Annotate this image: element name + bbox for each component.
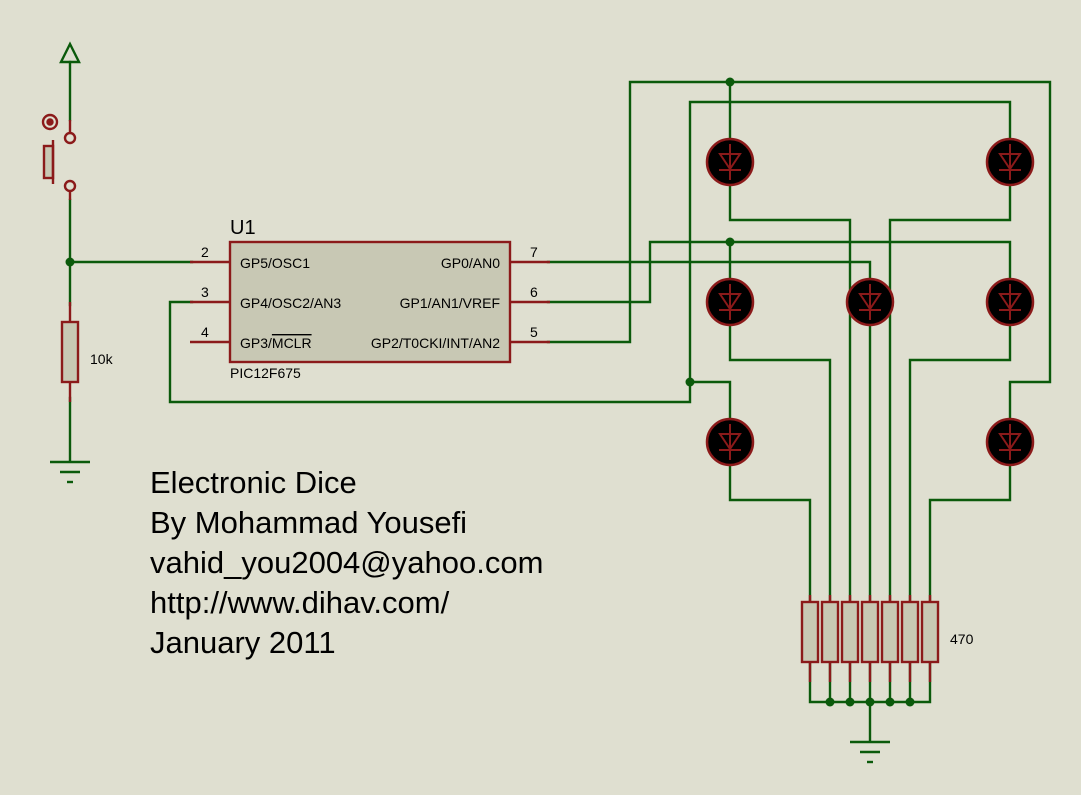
wire-gp2 [546, 80, 1052, 424]
resistor-body [900, 600, 920, 664]
resistor-body [880, 600, 900, 664]
wire-k-bottom-right [928, 458, 1012, 604]
mcu-body [228, 240, 512, 364]
title-block: Electronic Dice By Mohammad Yousefi vahi… [150, 463, 543, 663]
leds [705, 137, 1035, 467]
email-line: vahid_you2004@yahoo.com [150, 545, 544, 580]
pin-number: 6 [530, 284, 538, 300]
junction-dot [885, 697, 895, 707]
button-contact-icon [63, 179, 77, 193]
resistor-body [920, 600, 940, 664]
diode-icon [718, 153, 742, 171]
power-arrow-icon [59, 41, 81, 64]
led-bottom-right[interactable] [985, 417, 1035, 467]
resistor-array-value: 470 [950, 631, 974, 647]
resistor-body [60, 320, 80, 384]
wire-gp1 [546, 240, 1012, 304]
button-actuator [42, 144, 55, 180]
junction-dot [725, 237, 735, 247]
ground-right[interactable] [850, 740, 890, 764]
pin-label-gp4: GP4/OSC2/AN3 [240, 295, 341, 311]
array-resistor[interactable] [900, 595, 920, 682]
wire-k-mid-right [908, 318, 1012, 604]
push-button[interactable] [41, 113, 77, 200]
date-line: January 2011 [150, 625, 336, 660]
junction-dot [865, 697, 875, 707]
pin-label-gp3: GP3/MCLR [240, 335, 312, 351]
pin-label-gp0: GP0/AN0 [441, 255, 500, 271]
diode-icon [718, 293, 742, 311]
array-resistor[interactable] [920, 595, 940, 682]
junction-dot [685, 377, 695, 387]
junction-dot [845, 697, 855, 707]
array-resistor[interactable] [800, 595, 820, 682]
pin-number: 4 [201, 324, 209, 340]
led-mid-right[interactable] [985, 277, 1035, 327]
mcu-u1[interactable]: U1 PIC12F675 2 3 4 7 6 5 GP5/OSC1 GP4/OS… [190, 217, 550, 381]
array-resistor[interactable] [820, 595, 840, 682]
resistor-array-470[interactable] [800, 595, 940, 682]
ground-left[interactable] [50, 460, 90, 484]
diode-icon [718, 433, 742, 451]
junction-dot [725, 77, 735, 87]
resistor-10k-value: 10k [90, 351, 114, 367]
wire-k-bottom-left [728, 458, 812, 604]
pin-label-gp1: GP1/AN1/VREF [400, 295, 500, 311]
wire-bottom-left-anode [688, 380, 732, 424]
title-line: Electronic Dice [150, 465, 357, 500]
mcu-designator: U1 [230, 217, 256, 239]
power-terminal[interactable] [59, 41, 81, 64]
resistor-10k[interactable] [60, 302, 80, 402]
diode-icon [998, 433, 1022, 451]
array-resistor[interactable] [840, 595, 860, 682]
wire-gp0 [546, 260, 872, 284]
wires [68, 60, 1052, 742]
pin-number: 5 [530, 324, 538, 340]
wire-gp4 [168, 300, 692, 404]
pin-number: 3 [201, 284, 209, 300]
pin-number: 2 [201, 244, 209, 260]
wire-k-top-right [888, 178, 1012, 604]
wire-k-mid-left [728, 318, 832, 604]
diode-icon [998, 153, 1022, 171]
junction-dot [905, 697, 915, 707]
wire-bottom-pair [688, 100, 1012, 384]
led-center[interactable] [845, 277, 895, 327]
array-resistor[interactable] [860, 595, 880, 682]
diode-icon [998, 293, 1022, 311]
array-resistor[interactable] [880, 595, 900, 682]
resistor-body [800, 600, 820, 664]
junction-dot [825, 697, 835, 707]
resistor-body [840, 600, 860, 664]
diode-icon [858, 293, 882, 311]
wire-k-top-left [728, 178, 852, 604]
junction-dot [65, 257, 75, 267]
pin-label-gp5: GP5/OSC1 [240, 255, 310, 271]
pin-number: 7 [530, 244, 538, 260]
button-contact-icon [63, 131, 77, 145]
pin-label-gp2: GP2/T0CKI/INT/AN2 [371, 335, 500, 351]
resistor-body [860, 600, 880, 664]
resistor-body [820, 600, 840, 664]
website-line: http://www.dihav.com/ [150, 585, 450, 620]
led-bottom-left[interactable] [705, 417, 755, 467]
button-indicator-dot [46, 118, 54, 126]
led-top-left[interactable] [705, 137, 755, 187]
button-indicator-icon [41, 113, 59, 131]
junctions [65, 77, 915, 707]
author-line: By Mohammad Yousefi [150, 505, 468, 540]
mcu-part-number: PIC12F675 [230, 365, 301, 381]
pin-label-gp3-prefix: GP3/ [240, 335, 272, 351]
led-mid-left[interactable] [705, 277, 755, 327]
led-top-right[interactable] [985, 137, 1035, 187]
pin-label-gp3-mclr: MCLR [272, 335, 312, 351]
